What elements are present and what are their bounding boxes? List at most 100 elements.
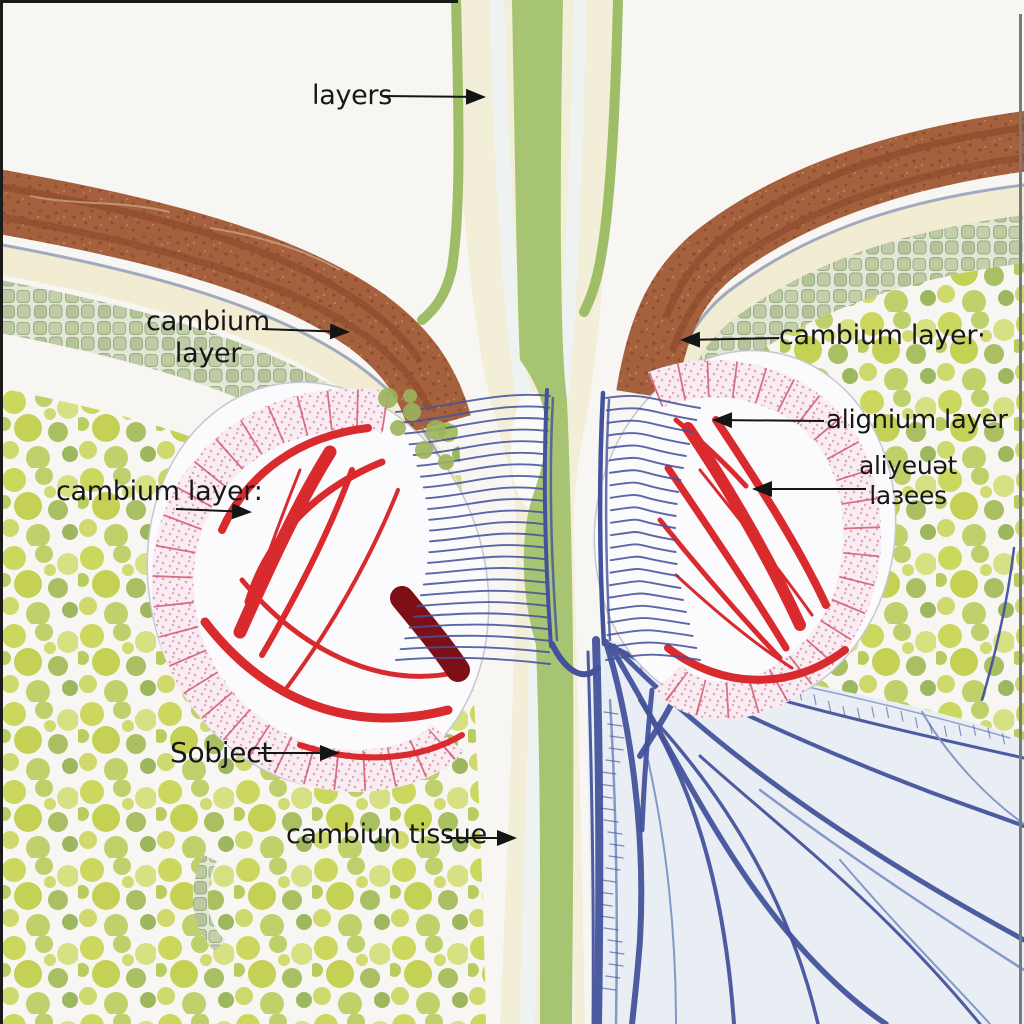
decorative-stroke: [647, 759, 677, 1024]
decorative-stroke: [609, 951, 625, 955]
decorative-stroke: [599, 807, 615, 811]
decorative-stroke: [885, 706, 890, 719]
decorative-stroke: [606, 629, 694, 637]
label-cambium-mid-left: cambium layer:: [56, 476, 263, 507]
label-cambium-top-left: cambium layer: [146, 306, 270, 369]
decorative-stroke: [607, 831, 623, 835]
decorative-stroke: [404, 417, 550, 435]
phloem-fan-right: [597, 390, 701, 661]
decorative-stroke: [419, 463, 547, 478]
decorative-stroke: [597, 795, 613, 799]
decorative-stroke: [605, 653, 701, 661]
frame-right: [1019, 14, 1022, 1024]
decorative-stroke: [871, 706, 875, 718]
decorative-stroke: [842, 705, 846, 718]
bark-fiber: [29, 195, 341, 271]
decorative-stroke: [929, 723, 933, 735]
decorative-stroke: [399, 645, 551, 654]
decorative-stroke: [601, 771, 617, 775]
decorative-stroke: [428, 509, 546, 521]
label-aliyeual-laees: aliyeuət laɜees: [858, 451, 957, 510]
decorative-stroke: [601, 879, 617, 883]
decorative-stroke: [603, 711, 619, 715]
decorative-stroke: [395, 656, 551, 665]
decorative-stroke: [607, 723, 623, 727]
vein-region-bg: [586, 640, 1024, 1024]
decorative-stroke: [827, 700, 832, 712]
dark-red-blob: [390, 586, 470, 682]
decorative-stroke: [425, 567, 546, 575]
decorative-stroke: [605, 759, 621, 763]
decorative-stroke: [422, 474, 547, 489]
decorative-stroke: [608, 855, 624, 859]
decorative-stroke: [428, 544, 546, 554]
decorative-stroke: [427, 498, 546, 510]
decorative-stroke: [921, 711, 1024, 825]
arrow-cambium-right: [680, 331, 780, 348]
decorative-stroke: [608, 747, 624, 751]
decorative-stroke: [422, 578, 547, 586]
decorative-stroke: [607, 604, 687, 613]
arrow-layers: [382, 88, 486, 105]
decorative-stroke: [604, 398, 612, 642]
decorative-stroke: [609, 543, 677, 553]
decorative-stroke: [813, 694, 817, 706]
decorative-stroke: [608, 469, 682, 481]
decorative-stroke: [656, 722, 820, 1024]
decorative-stroke: [603, 639, 645, 1024]
label-cambium-right: cambium layer·: [779, 320, 986, 351]
decorative-stroke: [605, 407, 698, 421]
decorative-stroke: [428, 532, 545, 543]
bark-right: [616, 111, 1024, 400]
decorative-stroke: [698, 754, 982, 1024]
decorative-stroke: [425, 486, 546, 500]
decorative-stroke: [412, 612, 548, 619]
decorative-stroke: [605, 394, 701, 409]
decorative-stroke: [542, 388, 553, 648]
decorative-stroke: [549, 396, 559, 642]
decorative-stroke: [549, 641, 601, 678]
xylem-strands-right: [657, 416, 849, 684]
decorative-stroke: [609, 555, 678, 565]
gray-line-left: [0, 242, 452, 483]
decorative-stroke: [610, 531, 677, 541]
decorative-stroke: [598, 891, 614, 895]
stem-edge-right: [579, 0, 623, 317]
decorative-stroke: [605, 975, 621, 979]
bark-stripe: [0, 213, 434, 412]
decorative-stroke: [607, 444, 687, 457]
decorative-stroke: [607, 432, 691, 445]
bark-stripe: [668, 153, 1024, 354]
decorative-stroke: [408, 623, 549, 630]
label-alignium-layer: alignium layer: [826, 405, 1008, 435]
decorative-stroke: [609, 494, 678, 505]
decorative-stroke: [610, 518, 677, 529]
decorative-stroke: [603, 927, 619, 931]
arrow-cambium-mid-left: [175, 503, 252, 520]
phloem-fan-left: [395, 388, 601, 678]
cell-chain-detail: [192, 854, 226, 952]
decorative-stroke: [608, 456, 684, 469]
label-sobject: Sobject: [170, 736, 272, 769]
stem-edge-left: [417, 0, 464, 325]
decorative-stroke: [980, 546, 1016, 702]
decorative-stroke: [605, 641, 698, 649]
bark-left: [0, 169, 471, 434]
decorative-stroke: [597, 903, 613, 907]
arrow-alignium: [712, 412, 825, 429]
decorative-stroke: [607, 617, 691, 625]
decorative-stroke: [900, 710, 904, 722]
pink-ring-left: [151, 388, 464, 792]
decorative-stroke: [608, 963, 624, 967]
ring-cell-divisions: [648, 360, 881, 719]
decorative-stroke: [592, 636, 604, 1024]
decorative-stroke: [856, 707, 861, 719]
decorative-stroke: [609, 506, 677, 517]
decorative-stroke: [609, 568, 680, 577]
bark-stripe: [662, 123, 1024, 320]
decorative-stroke: [839, 859, 991, 1024]
frame-left: [0, 0, 3, 1024]
decorative-stroke: [428, 521, 545, 532]
